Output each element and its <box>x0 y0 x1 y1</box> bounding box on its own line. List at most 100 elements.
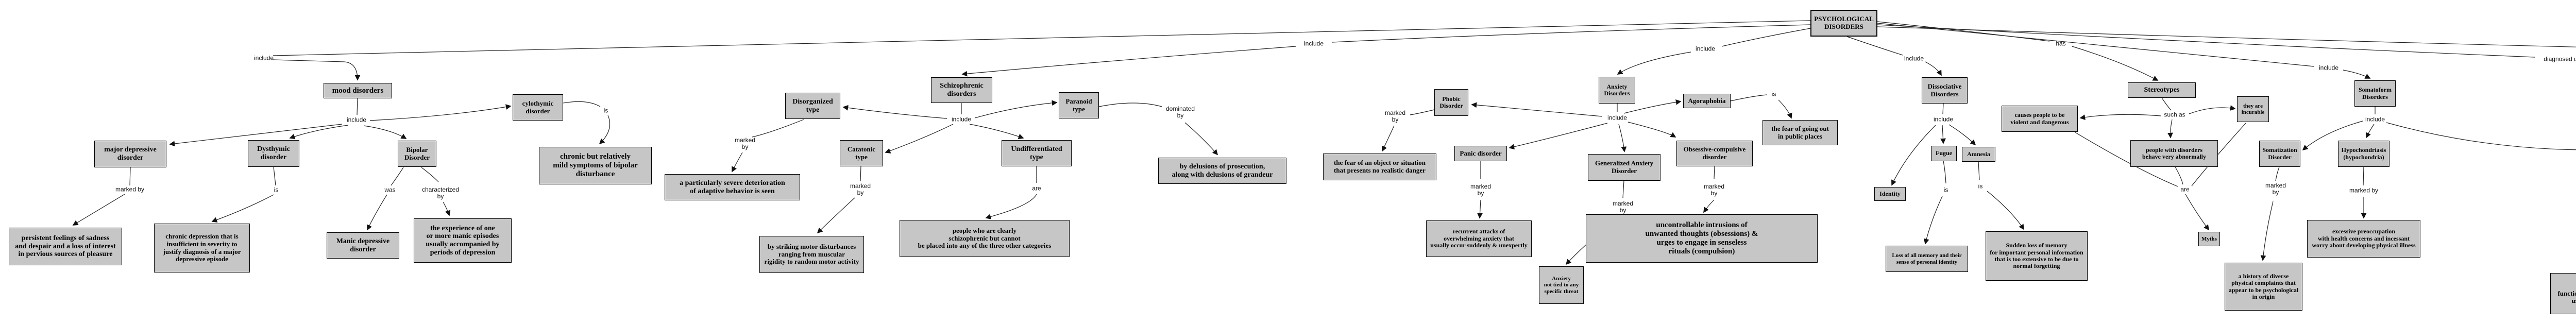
edge-arrow <box>2260 201 2274 261</box>
edge-arrow <box>1925 61 1942 76</box>
concept-node-chronic-mild-bipolar: chronic but relatively mild symptoms of … <box>539 147 652 184</box>
concept-node-catatonic-type: Catatonic type <box>840 140 883 166</box>
concept-node-dissociative-disorders: Dissociative Disorders <box>1922 77 1968 104</box>
edge-arrow <box>72 194 125 226</box>
edge-line <box>1846 36 1903 56</box>
edge-arrow <box>2365 124 2375 139</box>
concept-node-major-depressive-disorder: major depressive disorder <box>94 141 166 167</box>
concept-node-chronic-depression: chronic depression that is insufficient … <box>154 224 250 272</box>
edge-label: are <box>1032 184 1041 192</box>
edge-label: marked by <box>2349 186 2379 194</box>
edge-arrow <box>2189 105 2236 114</box>
concept-node-causes-violent: causes people to be violent and dangerou… <box>2002 106 2078 132</box>
concept-node-paranoid-type: Paranoid type <box>1059 92 1099 118</box>
concept-node-manic-depressive-disorder: Manic depressive disorder <box>327 232 399 259</box>
concept-node-they-are-incurable: they are incurable <box>2237 96 2269 122</box>
edge-arrow <box>273 59 361 81</box>
edge-label: marked by <box>734 136 756 150</box>
edge-line <box>1877 26 2576 47</box>
edge-label: include <box>1695 45 1716 53</box>
edge-label: include <box>951 115 972 123</box>
concept-node-identity: Identity <box>1874 187 1906 201</box>
edge-line <box>1730 94 1768 101</box>
edge-label: include <box>1607 114 1628 122</box>
edge-line <box>752 119 804 138</box>
edge-label: is <box>603 107 608 114</box>
edge-arrow <box>2167 119 2173 139</box>
concept-node-schizophrenic-disorders: Schizophrenic disorders <box>931 77 992 103</box>
edge-arrow <box>1617 52 1691 75</box>
edge-arrow <box>1940 125 1946 144</box>
edge-label: marked by <box>1470 182 1492 197</box>
edge-label: include <box>1303 40 1324 47</box>
concept-node-stereotypes: Stereotypes <box>2128 82 2196 98</box>
concept-node-anxiety-not-tied: Anxiety not tied to any specific threat <box>1539 266 1584 304</box>
edge-arrow <box>2386 122 2576 150</box>
concept-node-recurrent-attacks: recurrent attacks of overwhelming anxiet… <box>1426 220 1532 257</box>
concept-node-severe-deterioration: a particularly severe deterioration of a… <box>665 174 800 200</box>
concept-node-bipolar-disorder: Bipolar Disorder <box>398 141 436 167</box>
edge-arrow <box>2343 70 2371 79</box>
edge-arrow <box>1618 124 1627 152</box>
edge-line <box>2275 166 2280 181</box>
concept-node-history-diverse-complaints: a history of diverse physical complaints… <box>2225 263 2302 311</box>
edge-label: such as <box>2164 111 2185 118</box>
edge-arrow <box>369 104 512 121</box>
edge-label: characterized by <box>421 185 460 200</box>
edge-label: dominated by <box>1165 105 1195 119</box>
concept-node-mood-disorders: mood disorders <box>324 83 392 98</box>
edge-arrow <box>1509 123 1608 150</box>
edge-arrow <box>974 100 1058 118</box>
edge-arrow <box>1184 122 1218 156</box>
edge-line <box>1622 180 1624 198</box>
edge-line <box>2363 166 2364 186</box>
edge-arrow <box>961 46 1296 77</box>
edge-label: include <box>2365 115 2385 123</box>
edge-line <box>1877 23 2315 67</box>
edge-line <box>357 98 358 115</box>
concept-node-delusions-prosecution: by delusions of prosecution, along with … <box>1158 158 1286 184</box>
edge-arrow <box>289 125 349 140</box>
edge-label: was <box>384 186 396 194</box>
edge-line <box>1978 161 1980 181</box>
concept-node-significant-loss-function: a significant loss of physical function … <box>2550 273 2576 314</box>
edge-arrow <box>1703 199 1715 213</box>
edge-line <box>1714 166 1715 179</box>
edge-label: has <box>2056 40 2066 47</box>
edge-label: is <box>1943 186 1948 194</box>
edge-arrow <box>169 124 343 147</box>
concept-node-phobic-disorder: Phobic Disorder <box>1434 89 1468 116</box>
concept-node-panic-disorder: Panic disorder <box>1454 146 1507 161</box>
edge-arrow <box>599 115 611 145</box>
edge-label: diagnosed using <box>2544 55 2576 63</box>
edge-arrow <box>1891 125 1936 186</box>
concept-node-sudden-loss-memory: Sudden loss of memory for important pers… <box>1986 231 2088 281</box>
concept-node-clearly-schizophrenic: people who are clearly schizophrenic but… <box>900 220 1070 257</box>
edge-arrow <box>1623 99 1682 114</box>
edge-arrow <box>817 197 855 234</box>
concept-node-obsessive-compulsive-disorder: Obsessive-compulsive disorder <box>1676 141 1753 166</box>
concept-node-hypochondriasis: Hypochondriasis (hypochondria) <box>2338 141 2389 167</box>
concept-node-undifferentiated-type: Undifferentiated type <box>1002 140 1072 166</box>
concept-node-disorganized-type: Disorganized type <box>785 93 840 119</box>
edge-label: include <box>1933 115 1954 123</box>
concept-node-dysthymic-disorder: Dysthymic disorder <box>248 140 299 167</box>
concept-node-amnesia: Amnesia <box>1962 147 1995 162</box>
concept-node-behave-abnormally: people with disorders behave very abnorm… <box>2130 140 2218 167</box>
edge-label: are <box>2180 185 2190 193</box>
concept-node-psychological-disorders: PSYCHOLOGICAL DISORDERS <box>1810 10 1877 37</box>
edge-line <box>1721 28 1811 47</box>
edge-arrow <box>1628 122 1676 138</box>
edge-arrow <box>985 194 1037 219</box>
edge-arrow <box>1471 102 1603 117</box>
edge-label: marked by <box>1612 199 1634 214</box>
edge-arrow <box>211 194 274 223</box>
edge-arrow <box>367 194 387 231</box>
concept-node-anxiety-disorders: Anxiety Disorders <box>1599 77 1635 104</box>
edge-label: include <box>1904 55 1924 62</box>
concept-node-somatoform-disorders: Somatoform Disorders <box>2354 80 2396 107</box>
edge-line <box>421 167 439 182</box>
edge-line <box>563 101 601 107</box>
concept-node-persistent-feelings: persistent feelings of sadness and despa… <box>9 228 122 265</box>
